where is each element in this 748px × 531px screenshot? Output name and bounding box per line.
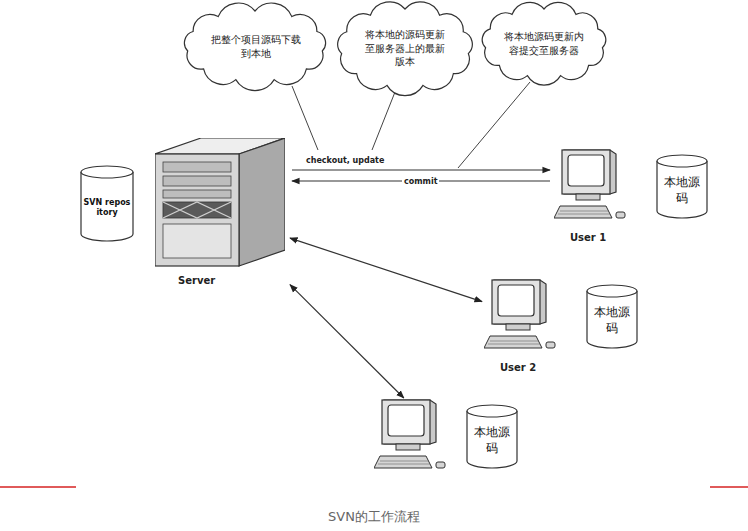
storage-cylinder: 本地源码 xyxy=(466,404,518,468)
leader-line xyxy=(458,82,530,168)
cylinder-top xyxy=(81,166,133,178)
server-label: Server xyxy=(178,275,215,286)
server-tower-art xyxy=(155,138,285,266)
cylinder-top xyxy=(657,155,707,167)
cylinder-body xyxy=(81,172,133,241)
computer-art xyxy=(554,150,625,218)
cloud-path xyxy=(338,2,473,96)
callout-cloud: 将本地的源码更新至服务器上的最新版本 xyxy=(334,2,476,94)
storage-cylinder: SVN repository xyxy=(80,165,134,241)
storage-label: 本地源码 xyxy=(589,305,635,336)
leader-line xyxy=(292,86,318,150)
storage-cylinder: 本地源码 xyxy=(586,284,638,348)
rule-line xyxy=(0,486,76,488)
cloud-text: 将本地源码更新内容提交至服务器 xyxy=(503,30,585,57)
cloud-path xyxy=(184,3,325,91)
cloud-text: 将本地的源码更新至服务器上的最新版本 xyxy=(361,28,449,69)
storage-cylinder: 本地源码 xyxy=(656,154,708,218)
cloud-outline xyxy=(478,2,610,84)
cloud-path xyxy=(482,2,606,85)
callout-cloud: 把整个项目源码下载到本地 xyxy=(180,4,330,88)
cylinder-body xyxy=(657,161,707,218)
cylinder-top xyxy=(587,285,637,297)
computer-art xyxy=(484,280,555,348)
user-label: User 1 xyxy=(570,232,606,243)
server-tower xyxy=(155,138,285,268)
computer-icon xyxy=(484,278,556,358)
flow-arrow xyxy=(292,169,550,170)
cylinder-body xyxy=(467,411,517,468)
computer-icon xyxy=(554,148,626,228)
edge-label: checkout, update xyxy=(304,156,386,165)
cylinder-body xyxy=(587,291,637,348)
cloud-text: 把整个项目源码下载到本地 xyxy=(209,33,302,60)
computer-icon xyxy=(374,398,446,478)
computer-art xyxy=(374,400,445,468)
leader-line xyxy=(372,92,395,150)
flow-arrow xyxy=(290,238,482,301)
figure-caption: SVN的工作流程 xyxy=(0,508,748,526)
cloud-outline xyxy=(180,4,330,88)
storage-label: 本地源码 xyxy=(469,425,515,456)
edge-label: commit xyxy=(402,177,439,186)
server-machine: Server xyxy=(150,135,290,295)
repository-cylinder: SVN repository xyxy=(80,165,134,241)
user-label: User 2 xyxy=(500,362,536,373)
cylinder-top xyxy=(467,405,517,417)
storage-label: SVN repository xyxy=(83,198,131,219)
storage-label: 本地源码 xyxy=(659,175,705,206)
user-workstation: 本地源码 User 2 xyxy=(482,278,642,378)
callout-cloud: 将本地源码更新内容提交至服务器 xyxy=(478,2,610,84)
user-workstation: 本地源码 xyxy=(372,398,522,484)
user-workstation: 本地源码 User 1 xyxy=(552,148,712,254)
rule-line xyxy=(710,486,748,488)
flow-arrow xyxy=(290,285,404,398)
